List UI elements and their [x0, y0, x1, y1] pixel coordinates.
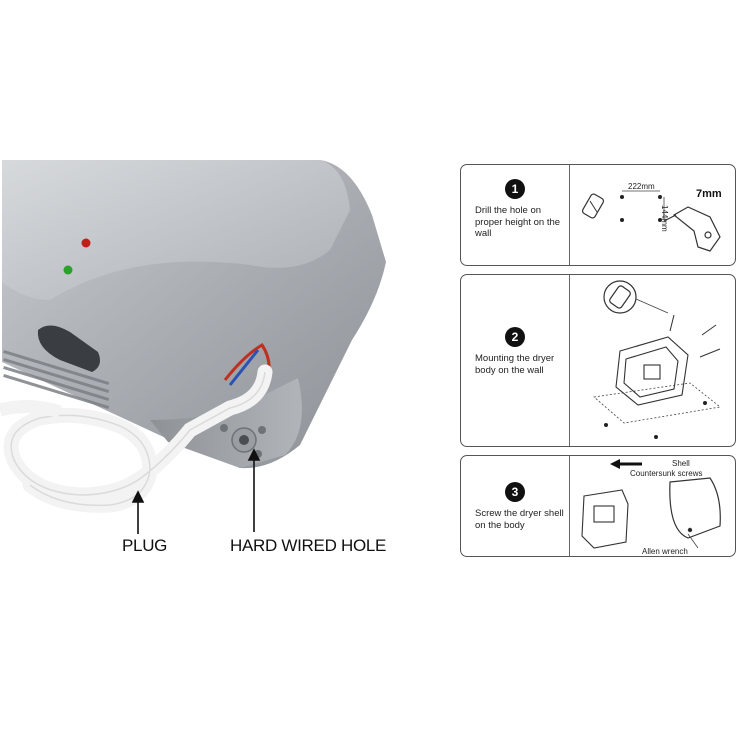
green-indicator-light [63, 265, 73, 275]
width-annotation: 222mm [628, 182, 655, 191]
step-number-1: 1 [505, 179, 525, 199]
step-1-text: Drill the hole on proper height on the w… [475, 205, 561, 239]
wall-grid-icon [593, 382, 721, 424]
mounted-body-icon [581, 489, 629, 549]
hard-wired-hole-arrow [247, 448, 261, 532]
mounting-illustration [593, 280, 721, 439]
hard-wired-hole-label: HARD WIRED HOLE [230, 536, 387, 555]
step-1-divider [569, 165, 570, 265]
step-3-text: Screw the dryer shell on the body [475, 508, 564, 531]
direction-arrow-icon [610, 459, 642, 469]
wall-anchor-icon [581, 193, 605, 219]
drill-icon [663, 206, 721, 252]
dryer-front-face [2, 160, 350, 300]
air-outlet [37, 325, 100, 372]
hard-wired-hole [220, 424, 266, 458]
step-2-divider [569, 275, 570, 446]
height-annotation: 144mm [660, 205, 669, 232]
drill-size-annotation: 7mm [696, 188, 722, 200]
step-3-divider [569, 456, 570, 556]
screw-detail-icon [603, 280, 637, 314]
step-number-2: 2 [505, 327, 525, 347]
red-indicator-light [81, 238, 91, 248]
step-1-panel: 1 Drill the hole on proper height on the… [460, 164, 736, 266]
drill-illustration: 222mm 144mm 7mm [581, 182, 722, 252]
shell-illustration: Shell Countersunk screws Allen wrench [581, 459, 721, 556]
allen-wrench-annotation: Allen wrench [642, 547, 688, 556]
dryer-body-icon [615, 336, 689, 406]
side-vent [3, 350, 110, 410]
plug-arrow [131, 490, 145, 534]
plug-label: PLUG [122, 536, 168, 555]
dryer-base [150, 378, 302, 468]
dryer-shell-icon [669, 477, 721, 539]
step-3-panel: 3 Screw the dryer shell on the body Shel… [460, 455, 736, 557]
shell-annotation: Shell [672, 459, 690, 468]
countersunk-screws-annotation: Countersunk screws [630, 469, 702, 478]
step-2-panel: 2 Mounting the dryer body on the wall [460, 274, 736, 447]
step-number-3: 3 [505, 482, 525, 502]
step-2-text: Mounting the dryer body on the wall [475, 353, 555, 376]
